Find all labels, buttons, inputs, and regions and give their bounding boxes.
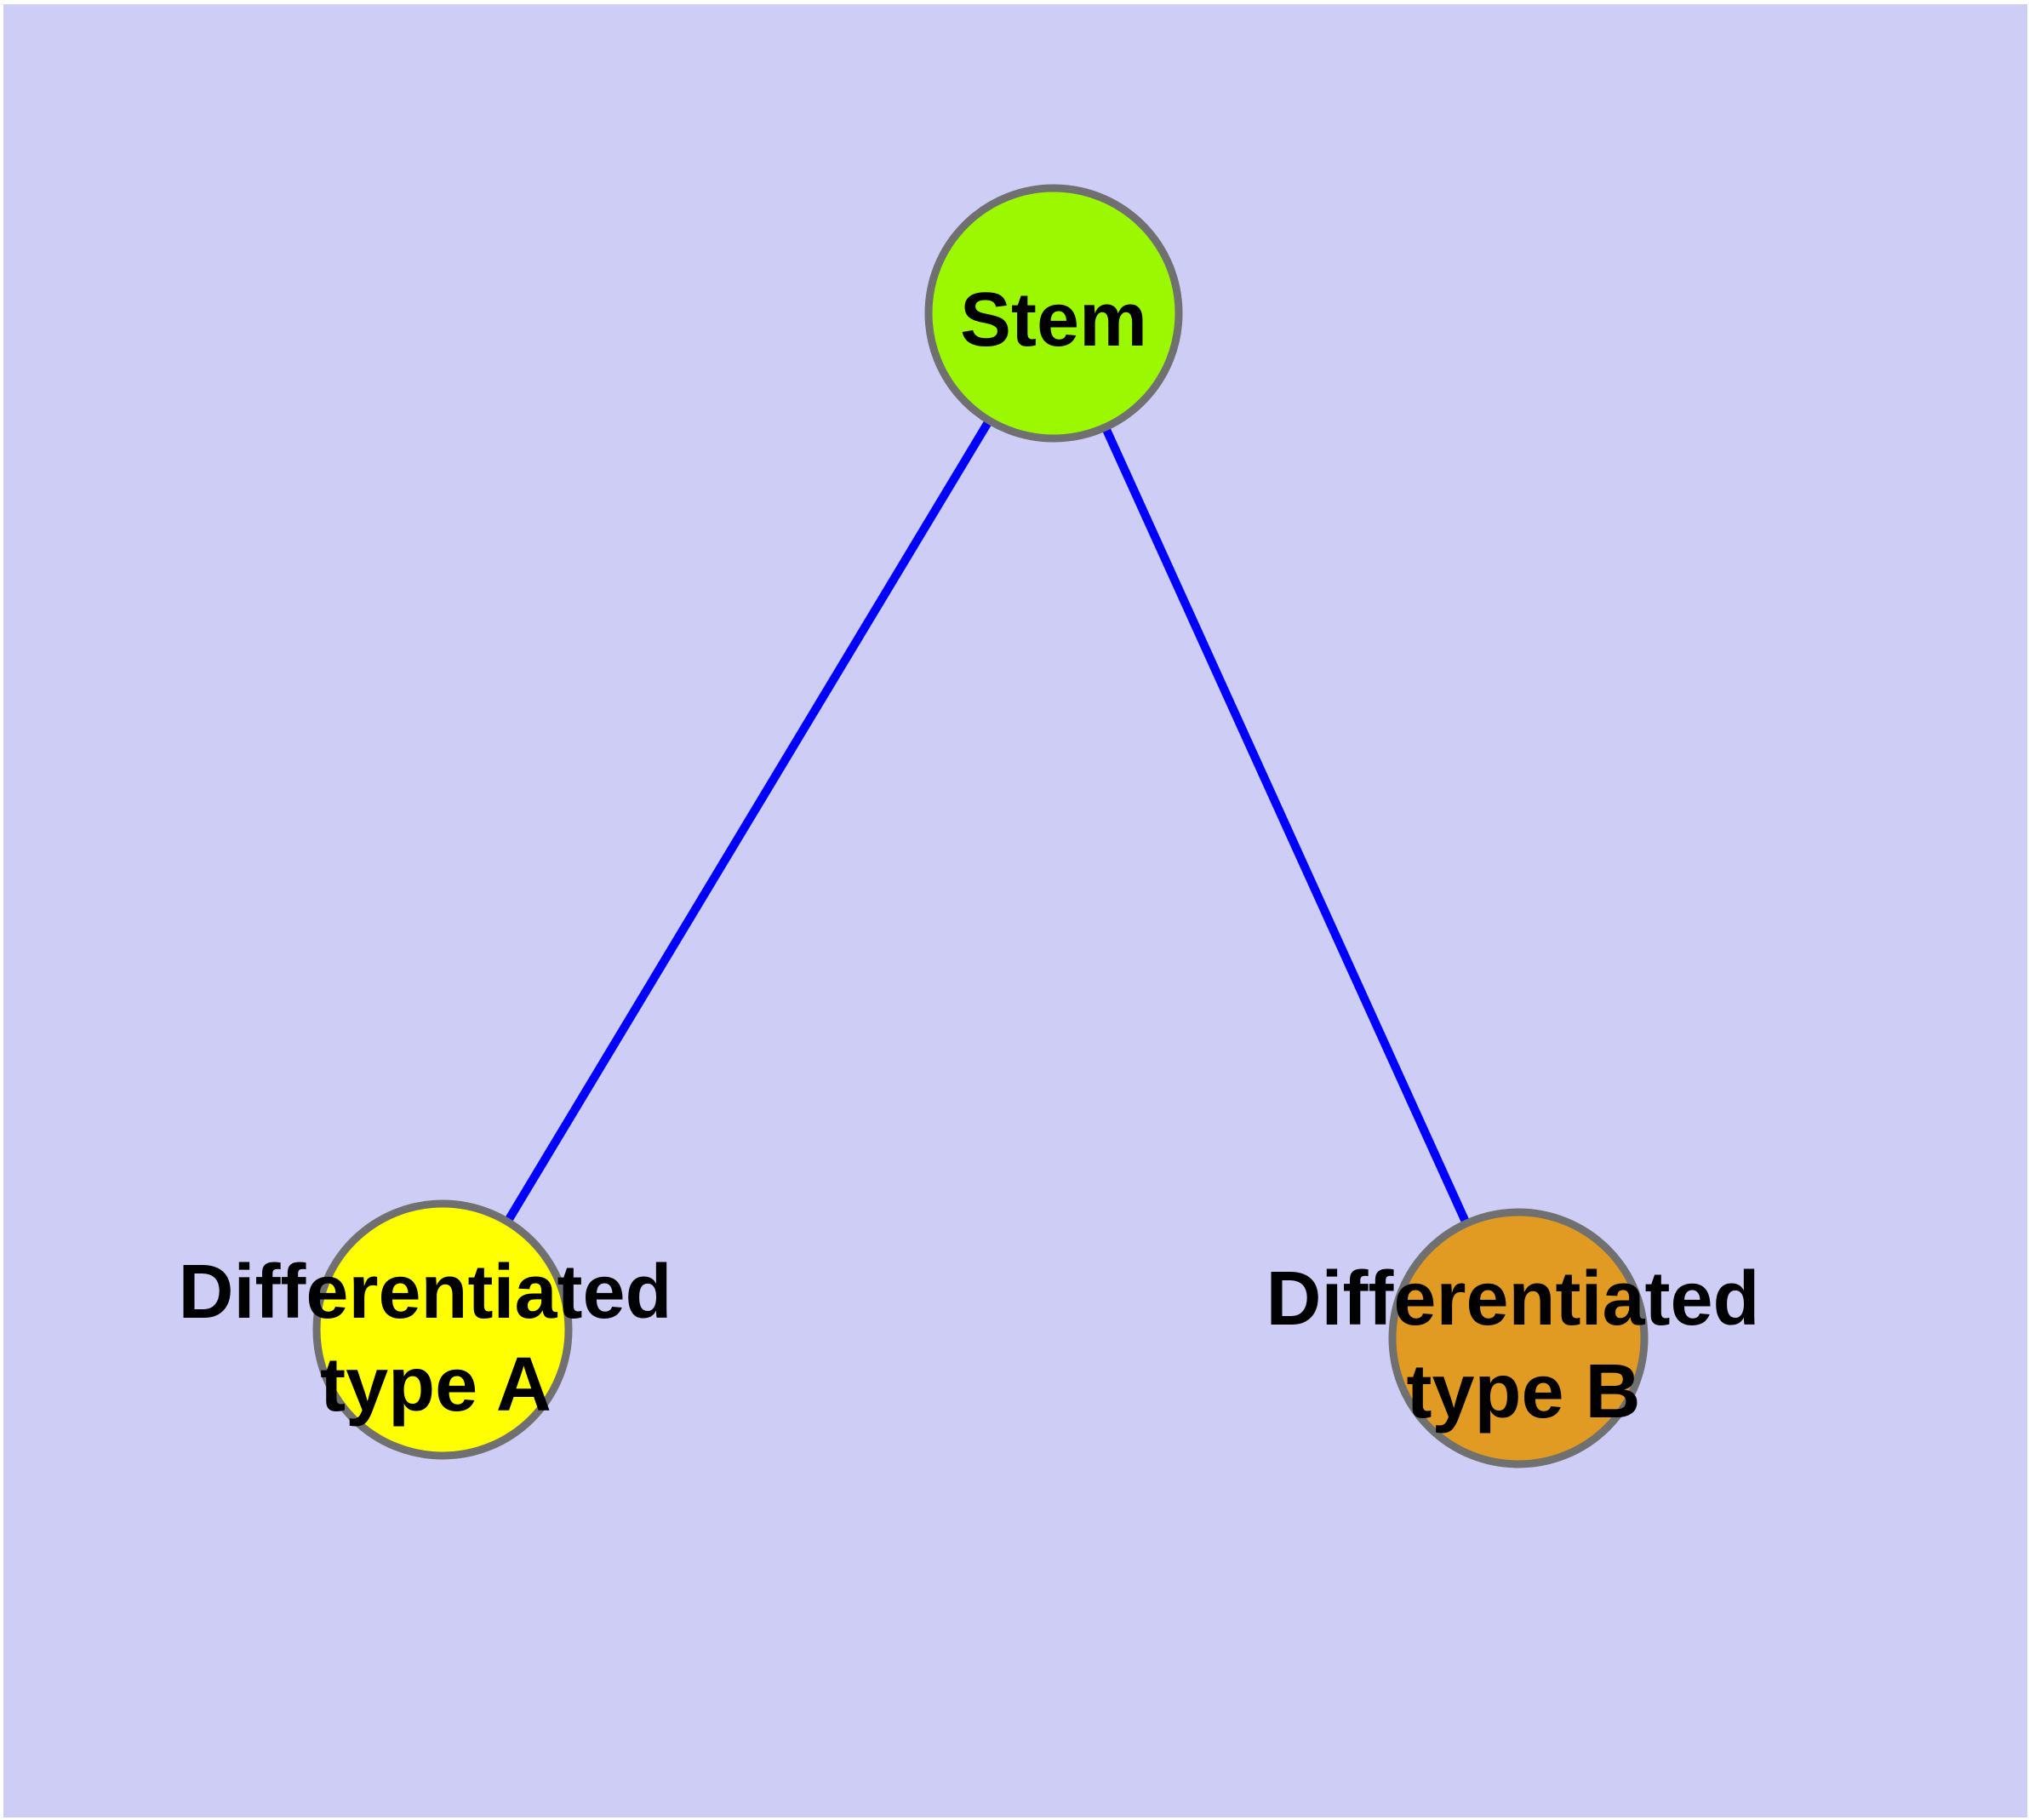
node-type-b-label-line1: Differentiated bbox=[1266, 1256, 1759, 1342]
node-stem-label: Stem bbox=[960, 278, 1147, 363]
node-type-a-label-line2: type A bbox=[320, 1342, 552, 1428]
node-type-b-label: Differentiated type B bbox=[1266, 1256, 1780, 1434]
edge-stem-to-type-a bbox=[438, 311, 1058, 1332]
node-type-a-label-line1: Differentiated bbox=[178, 1250, 672, 1335]
node-type-a bbox=[312, 1199, 573, 1460]
node-type-a-label: Differentiated type A bbox=[178, 1250, 693, 1428]
node-type-b-label-line2: type B bbox=[1406, 1349, 1640, 1434]
edge-stem-to-type-b bbox=[1049, 311, 1523, 1341]
node-type-b bbox=[1388, 1208, 1649, 1468]
node-stem bbox=[924, 184, 1183, 443]
